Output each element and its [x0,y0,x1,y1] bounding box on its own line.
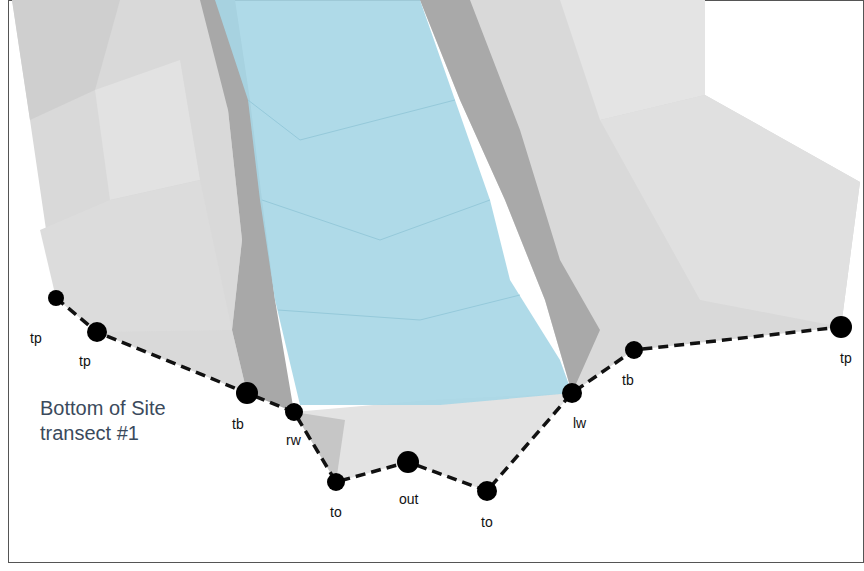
left-bank [12,0,247,393]
point-label: lw [573,415,586,431]
point-label: tp [30,330,42,346]
point-label: rw [286,432,301,448]
water-surface [215,0,572,405]
bank-facet [600,95,860,327]
water-facet [278,295,520,320]
point-label: tp [79,353,91,369]
water-facet [262,200,490,240]
point-label: tb [232,416,244,432]
survey-points [48,290,852,501]
bank-facet [95,60,200,200]
site-note: Bottom of Site transect #1 [40,396,190,446]
point-label: tb [622,372,634,388]
point-label: out [399,491,418,507]
point-label: to [481,514,493,530]
frame [9,1,864,563]
point-label: tp [840,350,852,366]
point-label: to [330,504,342,520]
channel-bed [294,393,572,491]
water-facet [248,100,455,140]
transect-line [56,298,841,491]
